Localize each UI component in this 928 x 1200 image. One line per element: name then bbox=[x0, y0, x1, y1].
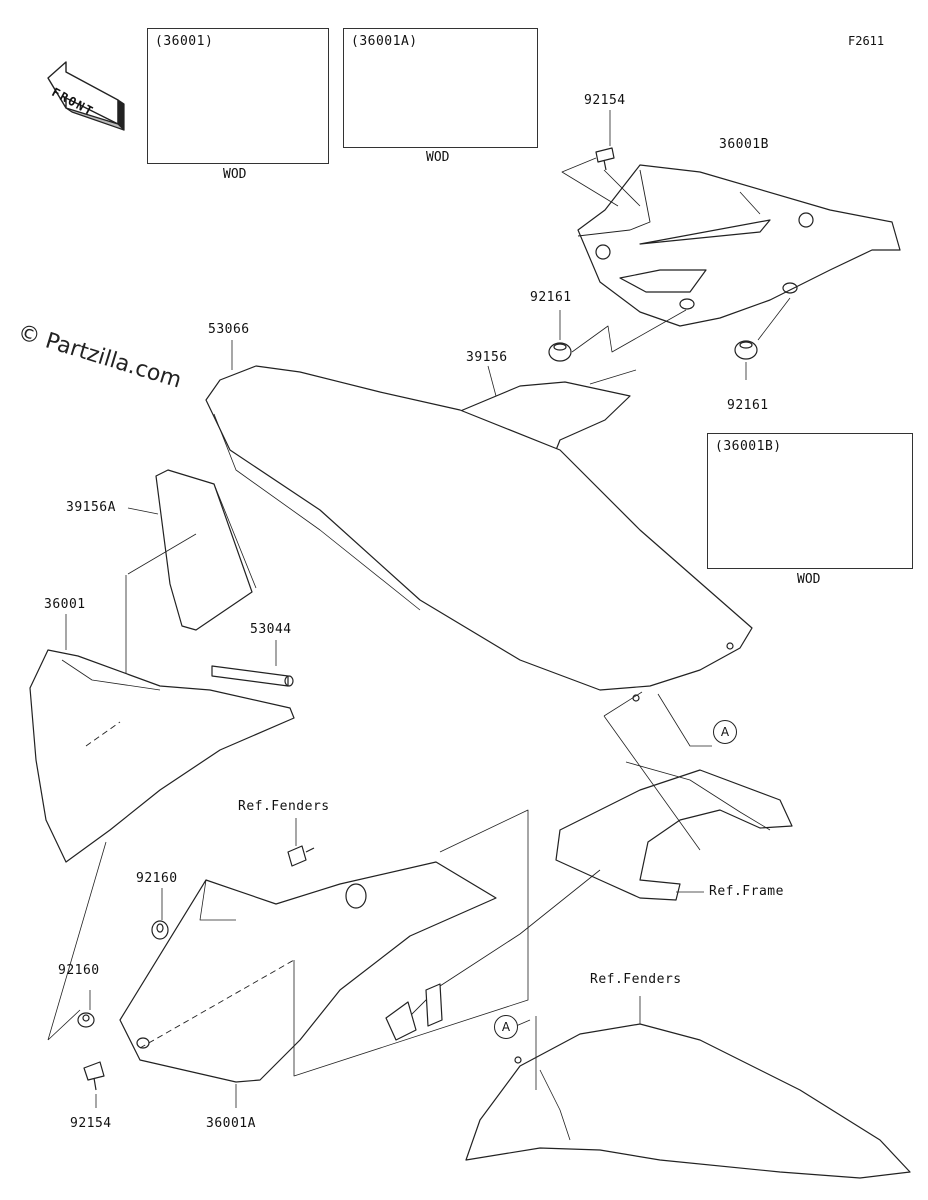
label-36001: 36001 bbox=[44, 597, 86, 612]
rear-frame-drawing bbox=[385, 761, 793, 1041]
inset-box-36001b: (36001B) bbox=[707, 433, 913, 569]
grommet-92160-upper-icon bbox=[151, 920, 169, 940]
label-92160-a: 92160 bbox=[136, 871, 178, 886]
inset-caption-36001: (36001) bbox=[155, 34, 214, 49]
callout-a-upper: A bbox=[713, 720, 737, 744]
bolt-92154-top-icon bbox=[595, 147, 615, 171]
inset-note-36001: WOD bbox=[223, 167, 247, 182]
bolt-ref-fenders-icon bbox=[287, 845, 315, 867]
label-39156a: 39156A bbox=[66, 500, 116, 515]
inset-box-36001a: (36001A) bbox=[343, 28, 538, 148]
rod-53044-icon bbox=[211, 665, 294, 687]
side-cover-36001-drawing bbox=[29, 649, 295, 863]
grommet-92160-lower-icon bbox=[77, 1012, 95, 1028]
label-ref-fenders-2: Ref.Fenders bbox=[590, 972, 682, 987]
diagram-code: F2611 bbox=[848, 34, 885, 48]
label-53066: 53066 bbox=[208, 322, 250, 337]
side-cover-36001a-drawing bbox=[119, 809, 529, 1083]
grommet-92161-left-icon bbox=[548, 342, 572, 362]
label-92160-b: 92160 bbox=[58, 963, 100, 978]
label-92161-b: 92161 bbox=[727, 398, 769, 413]
pad-39156a-drawing bbox=[155, 469, 257, 631]
inset-caption-36001b: (36001B) bbox=[715, 439, 782, 454]
front-arrow-icon bbox=[47, 61, 125, 131]
label-92161-a: 92161 bbox=[530, 290, 572, 305]
label-36001a: 36001A bbox=[206, 1116, 256, 1131]
label-53044: 53044 bbox=[250, 622, 292, 637]
inset-note-36001a: WOD bbox=[426, 150, 450, 165]
bolt-92154-bottom-icon bbox=[83, 1061, 105, 1091]
seat-53066-drawing bbox=[205, 365, 753, 702]
grommet-92161-right-icon bbox=[734, 340, 758, 360]
label-92154-bottom: 92154 bbox=[70, 1116, 112, 1131]
leader-lines bbox=[65, 110, 761, 1108]
label-36001b: 36001B bbox=[719, 137, 769, 152]
label-92154-top: 92154 bbox=[584, 93, 626, 108]
rear-fender-drawing bbox=[465, 1016, 911, 1179]
inset-box-36001: (36001) bbox=[147, 28, 329, 164]
callout-a-lower: A bbox=[494, 1015, 518, 1039]
label-39156: 39156 bbox=[466, 350, 508, 365]
inset-caption-36001a: (36001A) bbox=[351, 34, 418, 49]
side-cover-36001b-drawing bbox=[577, 164, 901, 327]
label-ref-fenders-1: Ref.Fenders bbox=[238, 799, 330, 814]
label-ref-frame: Ref.Frame bbox=[709, 884, 784, 899]
inset-note-36001b: WOD bbox=[797, 572, 821, 587]
